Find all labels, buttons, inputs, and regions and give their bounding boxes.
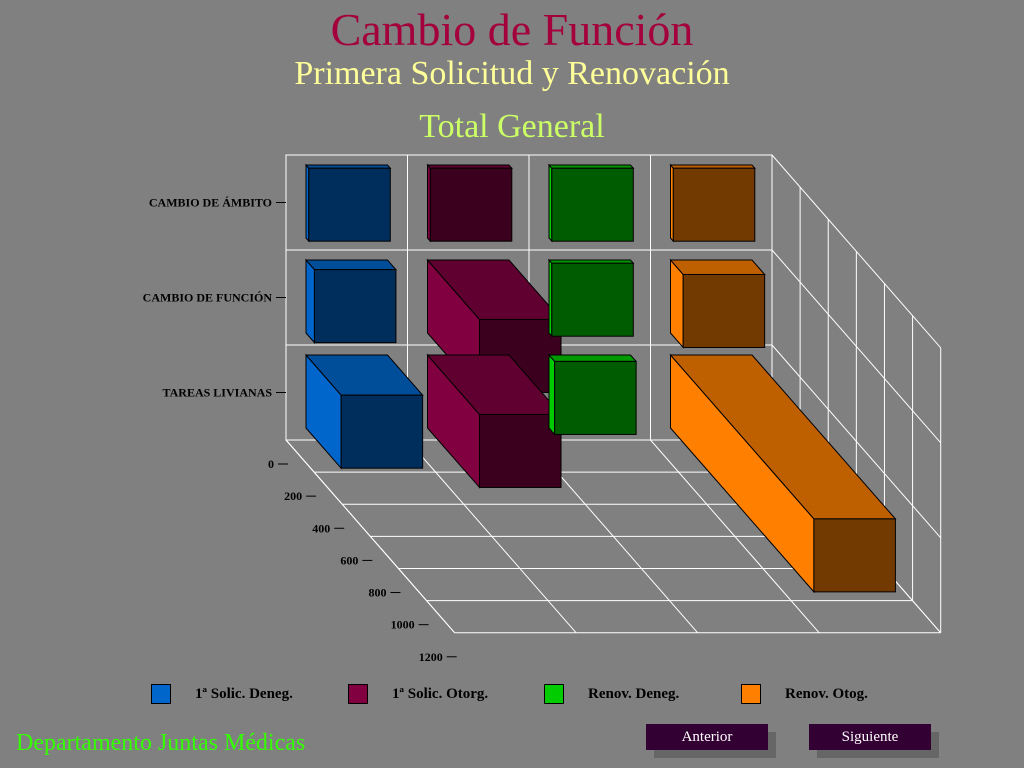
value-tick-label: 0	[268, 457, 274, 471]
next-button[interactable]: Siguiente	[809, 724, 931, 750]
legend-label: 1ª Solic. Deneg.	[195, 686, 293, 702]
bar	[813, 518, 896, 593]
slide-subtitle-secondary: Total General	[419, 108, 605, 145]
bar-top	[669, 259, 766, 275]
value-tick-label: 600	[340, 553, 358, 567]
floor-gridline	[650, 439, 820, 634]
value-tick-label: 800	[368, 586, 386, 600]
category-label: TAREAS LIVIANAS	[163, 386, 273, 400]
slide-subtitle: Primera Solicitud y Renovación	[294, 55, 730, 92]
bar	[554, 360, 637, 435]
wall-gridline	[771, 344, 942, 539]
previous-button[interactable]: Anterior	[646, 724, 768, 750]
floor-gridline	[407, 439, 577, 634]
bar	[551, 167, 634, 242]
floor-edge	[285, 439, 456, 634]
legend-swatch	[544, 684, 564, 704]
bar	[429, 167, 513, 242]
category-label: CAMBIO DE FUNCIÓN	[143, 291, 273, 305]
legend-swatch	[741, 684, 761, 704]
slide-title: Cambio de Función	[330, 4, 694, 55]
value-tick-label: 400	[312, 521, 330, 535]
legend-label: Renov. Otog.	[785, 686, 868, 702]
bar	[672, 167, 756, 242]
chart-legend: 1ª Solic. Deneg. 1ª Solic. Otorg. Renov.…	[0, 683, 1024, 709]
legend-swatch	[151, 684, 171, 704]
wall-gridline	[771, 249, 942, 444]
bar-side	[548, 353, 556, 436]
bar	[551, 262, 634, 337]
bar-side	[670, 258, 684, 349]
department-label: Departamento Juntas Médicas	[16, 730, 306, 756]
bar	[308, 167, 391, 242]
chart: 0 200 400 600 800 1000 1200 CAMBIO DE ÁMBITO CAM…	[143, 154, 942, 664]
value-tick-label: 1200	[419, 650, 443, 664]
legend-swatch	[348, 684, 368, 704]
bar-side	[305, 258, 315, 344]
value-tick-label: 1000	[391, 618, 415, 632]
bar	[682, 273, 766, 348]
bar-top	[547, 354, 638, 362]
bar	[340, 394, 424, 469]
legend-label: Renov. Deneg.	[588, 686, 680, 702]
bar	[479, 413, 562, 488]
category-label: CAMBIO DE ÁMBITO	[149, 196, 272, 210]
legend-label: 1ª Solic. Otorg.	[392, 686, 489, 702]
bar-top	[304, 259, 398, 271]
wall-gridline	[771, 154, 942, 349]
bar	[313, 269, 397, 344]
value-tick-label: 200	[284, 489, 302, 503]
